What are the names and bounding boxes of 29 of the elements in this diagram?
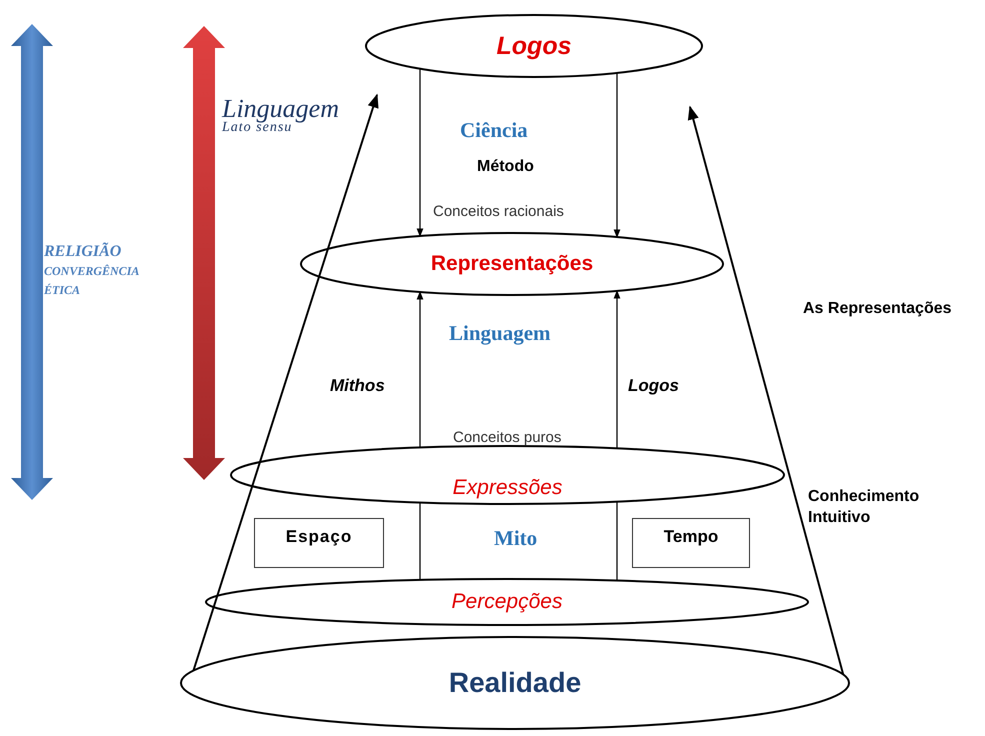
arrow — [614, 72, 620, 238]
side-caption: ÉTICA — [44, 283, 80, 298]
arrow — [416, 68, 424, 237]
path-label: Mithos — [330, 376, 385, 396]
arrow — [192, 94, 378, 671]
side-caption: RELIGIÃO — [44, 243, 122, 261]
side-caption: Conhecimento Intuitivo — [808, 487, 920, 528]
box-label: Tempo — [664, 527, 718, 547]
side-caption: CONVERGÊNCIA — [44, 264, 140, 279]
side-title: Linguagem — [222, 94, 339, 123]
path-label: Logos — [628, 376, 679, 396]
region-title: Mito — [494, 526, 538, 551]
arrow — [614, 290, 620, 448]
region-text: Método — [477, 158, 534, 176]
concept-box — [632, 518, 750, 568]
side-caption: As Representações — [803, 300, 952, 318]
arrow — [688, 106, 844, 675]
region-title: Linguagem — [449, 321, 551, 346]
layer-label: Expressões — [452, 475, 562, 500]
layer-label: Realidade — [448, 667, 582, 699]
region-title: Ciência — [460, 118, 528, 143]
region-text: Conceitos racionais — [433, 203, 564, 220]
arrow — [416, 291, 424, 448]
box-label: Espaço — [286, 527, 352, 547]
region-text: Conceitos puros — [453, 429, 562, 446]
concept-box — [254, 518, 384, 568]
layer-label: Percepções — [452, 590, 562, 614]
layer-label: Representações — [430, 252, 594, 276]
layer-label: Logos — [496, 32, 572, 60]
